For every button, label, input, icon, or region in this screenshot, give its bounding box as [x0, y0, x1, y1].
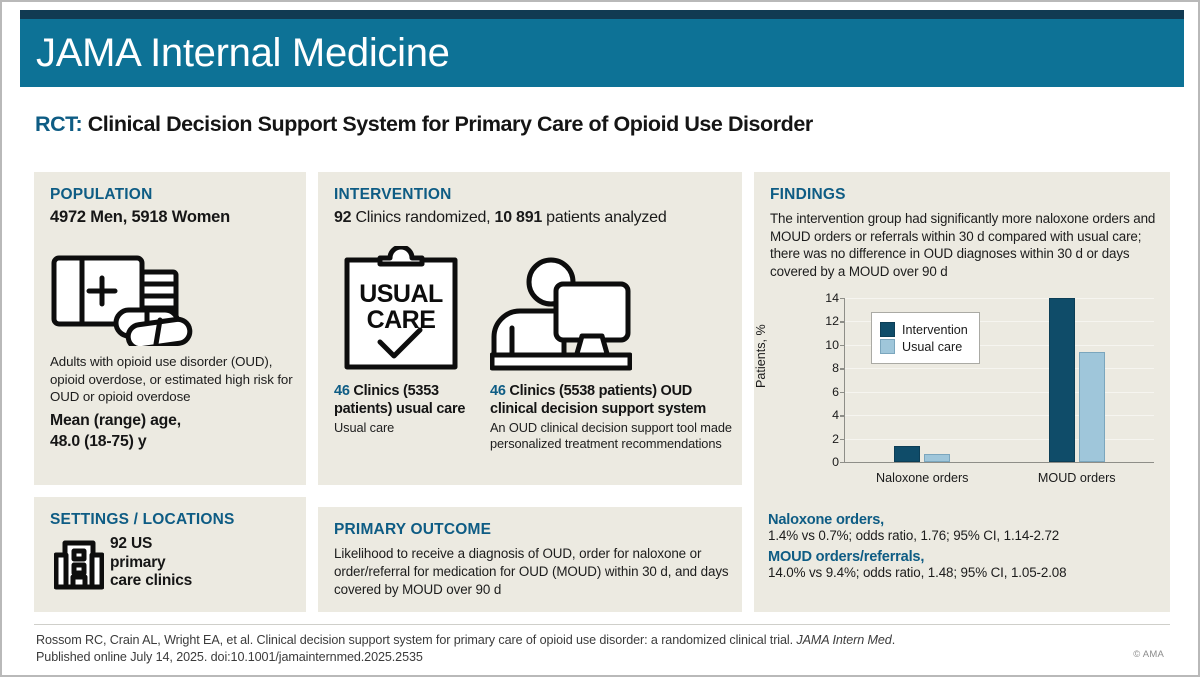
chart-gridline [845, 368, 1154, 370]
population-age-value: 48.0 (18-75) y [50, 432, 147, 450]
pill-bottle-icon [50, 248, 202, 352]
chart-y-tick-label: 6 [832, 384, 839, 399]
svg-text:USUAL: USUAL [359, 280, 443, 308]
stat-moud-label: MOUD orders/referrals, [768, 549, 925, 565]
citation-journal: JAMA Intern Med [796, 633, 892, 647]
arm-cdss-title: 46 Clinics (5538 patients) OUD clinical … [490, 383, 735, 418]
chart-y-tick-label: 14 [825, 291, 839, 305]
study-type-label: RCT: [35, 112, 83, 136]
arm-usual-care-note: Usual care [334, 420, 395, 435]
chart-y-tick-mark [840, 344, 845, 347]
panel-population: POPULATION 4972 Men, 5918 Women Adults w… [34, 172, 306, 485]
chart-y-tick-mark [840, 321, 845, 323]
chart-bar-usual-care [1078, 351, 1105, 462]
findings-heading: FINDINGS [770, 186, 846, 203]
chart-gridline [845, 321, 1154, 323]
chart-y-tick-mark [840, 298, 845, 300]
chart-y-tick-label: 12 [825, 314, 839, 329]
chart-gridline [845, 391, 1154, 393]
patients-count: 10 891 [494, 209, 543, 226]
clinic-building-icon [53, 539, 105, 596]
chart-y-tick-label: 4 [832, 408, 839, 423]
journal-title: JAMA Internal Medicine [36, 31, 450, 75]
chart-gridline [845, 298, 1154, 299]
population-age-label: Mean (range) age, [50, 412, 181, 429]
intervention-summary: 92 Clinics randomized, 10 891 patients a… [334, 209, 667, 227]
panel-primary-outcome: PRIMARY OUTCOME Likelihood to receive a … [318, 507, 742, 612]
citation-part2: . Published online July 14, 2025. doi:10… [36, 633, 896, 665]
population-age: Mean (range) age, 48.0 (18-75) y [50, 411, 300, 452]
clinics-count: 92 [334, 209, 352, 226]
panel-intervention: INTERVENTION 92 Clinics randomized, 10 8… [318, 172, 742, 485]
chart-bar-usual-care [924, 453, 951, 462]
chart-y-tick-mark [840, 391, 845, 394]
population-description: Adults with opioid use disorder (OUD), o… [50, 354, 293, 405]
arm-cdss-desc: Clinics (5538 patients) OUD clinical dec… [490, 383, 707, 417]
stat-moud: MOUD orders/referrals, 14.0% vs 9.4%; od… [768, 549, 1163, 580]
clinics-word: Clinics randomized, [351, 209, 495, 226]
chart-bar-intervention [894, 445, 921, 462]
citation: Rossom RC, Crain AL, Wright EA, et al. C… [36, 632, 916, 667]
chart-legend-label: Usual care [902, 339, 963, 354]
stat-naloxone-value: 1.4% vs 0.7%; odds ratio, 1.76; 95% CI, … [768, 528, 1060, 543]
findings-text: The intervention group had significantly… [770, 211, 1156, 280]
stat-naloxone: Naloxone orders, 1.4% vs 0.7%; odds rati… [768, 512, 1163, 543]
chart-legend-swatch [880, 339, 895, 354]
chart-x-tick-label: MOUD orders [1037, 471, 1116, 485]
arm-usual-care-title: 46 Clinics (5353 patients) usual care [334, 383, 474, 418]
chart-legend-swatch [880, 322, 895, 337]
svg-text:CARE: CARE [367, 306, 436, 334]
header-band [20, 19, 1184, 87]
patients-word: patients analyzed [541, 209, 667, 226]
primary-outcome-text: Likelihood to receive a diagnosis of OUD… [334, 546, 729, 597]
study-title-text: Clinical Decision Support System for Pri… [87, 112, 814, 136]
intervention-arm-cdss: 46 Clinics (5538 patients) OUD clinical … [490, 383, 735, 453]
chart-legend-item: Intervention [880, 322, 968, 337]
chart-y-tick-mark [840, 368, 845, 370]
population-heading: POPULATION [50, 186, 153, 203]
header-navy-strip [20, 10, 1184, 19]
intervention-arm-usual-care: 46 Clinics (5353 patients) usual care Us… [334, 383, 474, 436]
stat-moud-value: 14.0% vs 9.4%; odds ratio, 1.48; 95% CI,… [768, 565, 1067, 580]
page-title: RCT: Clinical Decision Support System fo… [35, 112, 813, 137]
primary-outcome-heading: PRIMARY OUTCOME [334, 521, 492, 538]
clinician-at-computer-icon [489, 256, 633, 379]
chart-y-tick-label: 0 [832, 455, 839, 469]
population-counts: 4972 Men, 5918 Women [50, 208, 231, 226]
chart-y-tick-label: 2 [832, 431, 839, 446]
arm-cdss-count: 46 [490, 383, 506, 399]
arm-usual-care-desc: Clinics (5353 patients) usual care [334, 383, 466, 417]
chart-gridline [845, 415, 1154, 417]
chart-y-tick-mark [840, 438, 845, 440]
chart-legend-label: Intervention [902, 322, 968, 337]
chart-y-tick-label: 10 [825, 337, 839, 352]
chart-bar-intervention [1048, 298, 1075, 462]
clipboard-usual-care-icon: USUAL CARE [342, 244, 460, 377]
footer-divider [34, 624, 1170, 625]
arm-cdss-note: An OUD clinical decision support tool ma… [490, 420, 732, 452]
citation-part1: Rossom RC, Crain AL, Wright EA, et al. C… [36, 633, 797, 647]
chart-y-axis-label: Patients, % [754, 324, 768, 388]
chart-x-tick-label: Naloxone orders [876, 471, 969, 485]
intervention-heading: INTERVENTION [334, 186, 452, 203]
stat-naloxone-label: Naloxone orders, [768, 512, 885, 528]
chart-legend-item: Usual care [880, 339, 968, 354]
chart-gridline [845, 344, 1154, 346]
chart-gridline [845, 438, 1154, 440]
chart-y-tick-mark [840, 462, 845, 464]
panel-findings: FINDINGS The intervention group had sign… [754, 172, 1170, 612]
settings-heading: SETTINGS / LOCATIONS [50, 511, 235, 528]
chart-y-tick-mark [840, 415, 845, 417]
arm-usual-care-count: 46 [334, 383, 350, 399]
copyright-notice: © AMA [1133, 649, 1164, 660]
chart-y-tick-label: 8 [832, 361, 839, 376]
findings-statistics: Naloxone orders, 1.4% vs 0.7%; odds rati… [768, 512, 1163, 586]
